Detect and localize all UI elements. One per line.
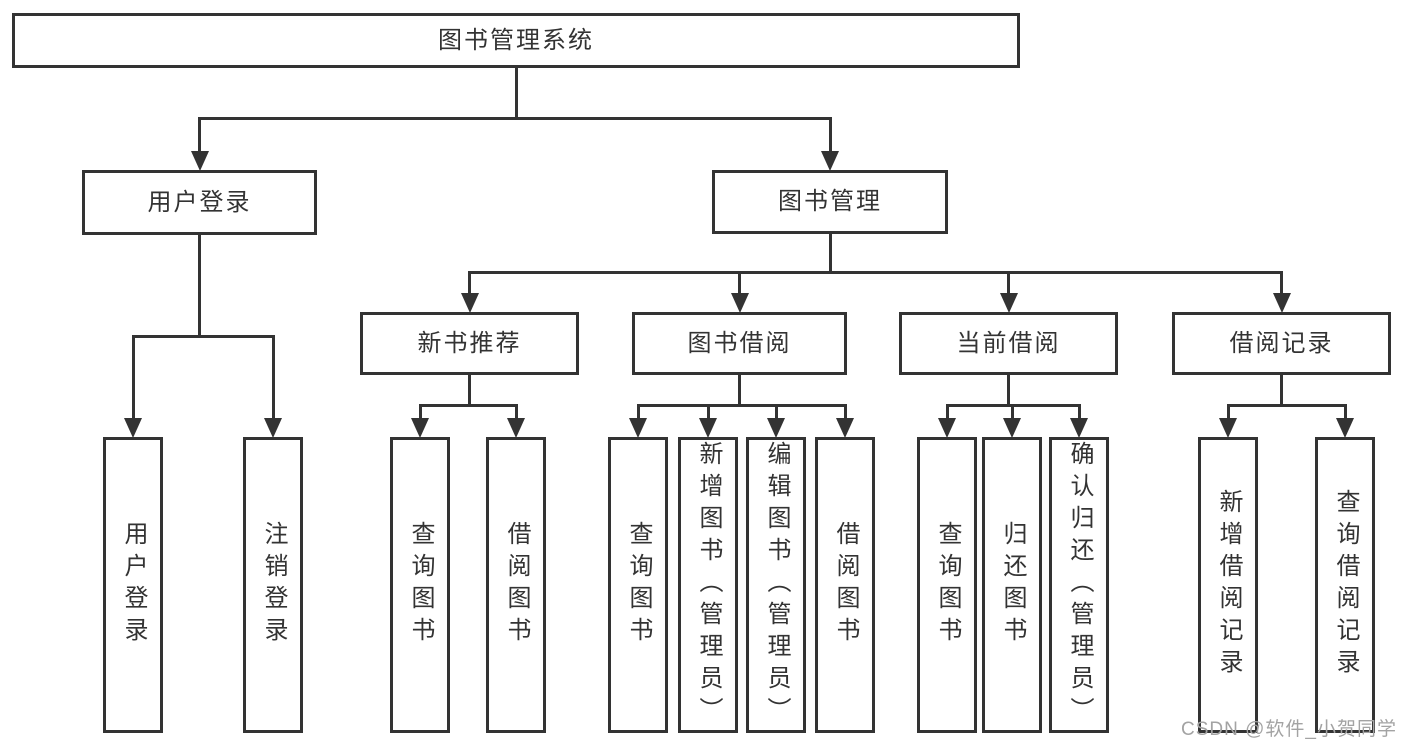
arrow-down-icon-current-3 (1070, 418, 1088, 438)
node-label-recommend: 新书推荐 (417, 329, 522, 357)
arrow-down-icon-current-1 (938, 418, 956, 438)
edge-drop-borrow-2 (706, 404, 710, 421)
edge-drop-record-1 (1226, 404, 1230, 421)
edge-rail-mgmt (468, 271, 1283, 274)
arrow-down-icon-login-2 (264, 418, 282, 438)
edge-rail-borrow (636, 404, 847, 407)
edge-drop-mgmt (828, 117, 832, 154)
node-label-borrow: 图书借阅 (687, 329, 792, 357)
edge-drop-login-2 (271, 335, 275, 421)
edge-drop-current-2 (1010, 404, 1014, 421)
arrow-down-icon-recommend (460, 293, 479, 313)
edge-stem-root (514, 66, 518, 120)
node-current-2: 归还图书 (982, 437, 1042, 733)
node-label-login-2: 注销登录 (260, 521, 287, 649)
node-label-borrow-1: 查询图书 (625, 521, 652, 649)
node-label-login: 用户登录 (147, 188, 252, 216)
node-label-current-2: 归还图书 (999, 521, 1026, 649)
node-borrow-1: 查询图书 (608, 437, 668, 733)
arrow-down-icon-record-2 (1336, 418, 1354, 438)
node-label-borrow-3: 编辑图书（管理员） (763, 441, 790, 729)
edge-drop-recommend-1 (418, 404, 422, 421)
node-record-1: 新增借阅记录 (1198, 437, 1258, 733)
edge-stem-recommend (468, 373, 471, 407)
node-recommend-1: 查询图书 (390, 437, 450, 733)
node-borrow: 图书借阅 (632, 312, 847, 375)
arrow-down-icon-borrow-1 (629, 418, 647, 438)
node-login: 用户登录 (82, 170, 317, 235)
node-root: 图书管理系统 (12, 13, 1020, 68)
arrow-down-icon-borrow-2 (699, 418, 717, 438)
edge-drop-borrow-4 (843, 404, 847, 421)
node-label-record-2: 查询借阅记录 (1332, 489, 1359, 681)
arrow-down-icon-recommend-2 (507, 418, 525, 438)
edge-drop-current-3 (1077, 404, 1081, 421)
arrow-down-icon-current-2 (1003, 418, 1021, 438)
edge-stem-record (1280, 373, 1283, 407)
node-current-3: 确认归还（管理员） (1049, 437, 1109, 733)
edge-drop-login (198, 117, 201, 154)
edge-rail-root (198, 117, 832, 120)
node-label-login-1: 用户登录 (120, 521, 147, 649)
node-record: 借阅记录 (1172, 312, 1391, 375)
edge-drop-current (1007, 271, 1010, 296)
node-recommend: 新书推荐 (360, 312, 579, 375)
node-label-current-1: 查询图书 (934, 521, 961, 649)
node-label-recommend-2: 借阅图书 (503, 521, 530, 649)
node-current-1: 查询图书 (917, 437, 977, 733)
node-borrow-3: 编辑图书（管理员） (746, 437, 806, 733)
arrow-down-icon-login-1 (124, 418, 142, 438)
edge-rail-record (1226, 404, 1347, 407)
edge-drop-current-1 (945, 404, 949, 421)
arrow-down-icon-borrow (730, 293, 749, 313)
edge-drop-login-1 (131, 335, 135, 421)
node-label-borrow-4: 借阅图书 (832, 521, 859, 649)
arrow-down-icon-record-1 (1219, 418, 1237, 438)
arrow-down-icon-borrow-3 (767, 418, 785, 438)
edge-drop-recommend (468, 271, 471, 296)
edge-stem-borrow (738, 373, 741, 407)
edge-drop-record-2 (1343, 404, 1347, 421)
arrow-down-icon-login (190, 151, 209, 171)
node-label-root: 图书管理系统 (438, 26, 594, 54)
node-login-2: 注销登录 (243, 437, 303, 733)
node-label-record: 借阅记录 (1229, 329, 1334, 357)
edge-drop-borrow-3 (774, 404, 778, 421)
arrow-down-icon-record (1272, 293, 1291, 313)
node-borrow-2: 新增图书（管理员） (678, 437, 738, 733)
arrow-down-icon-current (999, 293, 1018, 313)
node-label-mgmt: 图书管理 (778, 188, 882, 215)
node-label-borrow-2: 新增图书（管理员） (695, 441, 722, 729)
edge-rail-recommend (418, 404, 518, 407)
arrow-down-icon-recommend-1 (411, 418, 429, 438)
node-label-current: 当前借阅 (956, 329, 1061, 357)
edge-stem-current (1007, 373, 1010, 407)
node-label-recommend-1: 查询图书 (407, 521, 434, 649)
edge-rail-login (131, 335, 275, 338)
edge-drop-recommend-2 (514, 404, 518, 421)
edge-stem-login (198, 233, 201, 338)
node-login-1: 用户登录 (103, 437, 163, 733)
arrow-down-icon-mgmt (821, 151, 839, 171)
edge-drop-borrow (738, 271, 741, 296)
edge-drop-record (1280, 271, 1283, 296)
node-borrow-4: 借阅图书 (815, 437, 875, 733)
arrow-down-icon-borrow-4 (836, 418, 854, 438)
watermark: CSDN @软件_小贺同学 (1181, 719, 1397, 740)
node-label-record-1: 新增借阅记录 (1215, 489, 1242, 681)
node-recommend-2: 借阅图书 (486, 437, 546, 733)
edge-stem-mgmt (828, 232, 832, 274)
node-record-2: 查询借阅记录 (1315, 437, 1375, 733)
edge-drop-borrow-1 (636, 404, 640, 421)
node-mgmt: 图书管理 (712, 170, 948, 234)
node-label-current-3: 确认归还（管理员） (1066, 441, 1093, 729)
node-current: 当前借阅 (899, 312, 1118, 375)
